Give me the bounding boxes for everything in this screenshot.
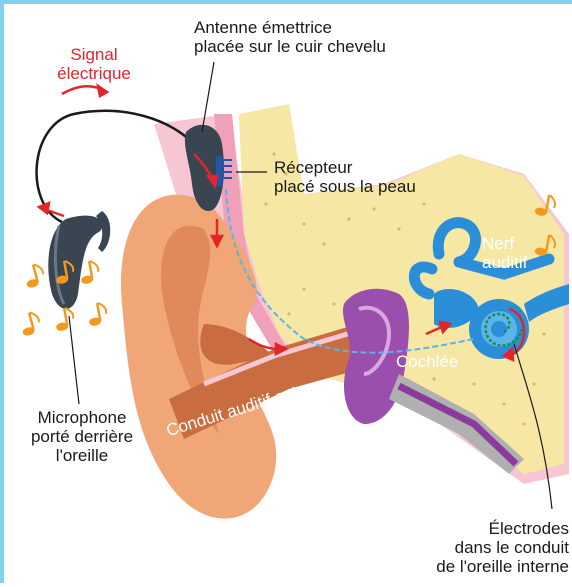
nerve-label: Nerf auditif	[482, 234, 562, 272]
microphone-label: Microphone porté derrière l'oreille	[12, 408, 152, 465]
ear-illustration	[4, 4, 572, 587]
cochlea-label: Cochlée	[396, 352, 476, 371]
signal-label: Signal électrique	[34, 45, 154, 83]
electrodes-label: Électrodes dans le conduit de l'oreille …	[364, 519, 569, 576]
receiver-label: Récepteur placé sous la peau	[274, 158, 504, 196]
antenna-label: Antenne émettrice placée sur le cuir che…	[194, 18, 494, 56]
